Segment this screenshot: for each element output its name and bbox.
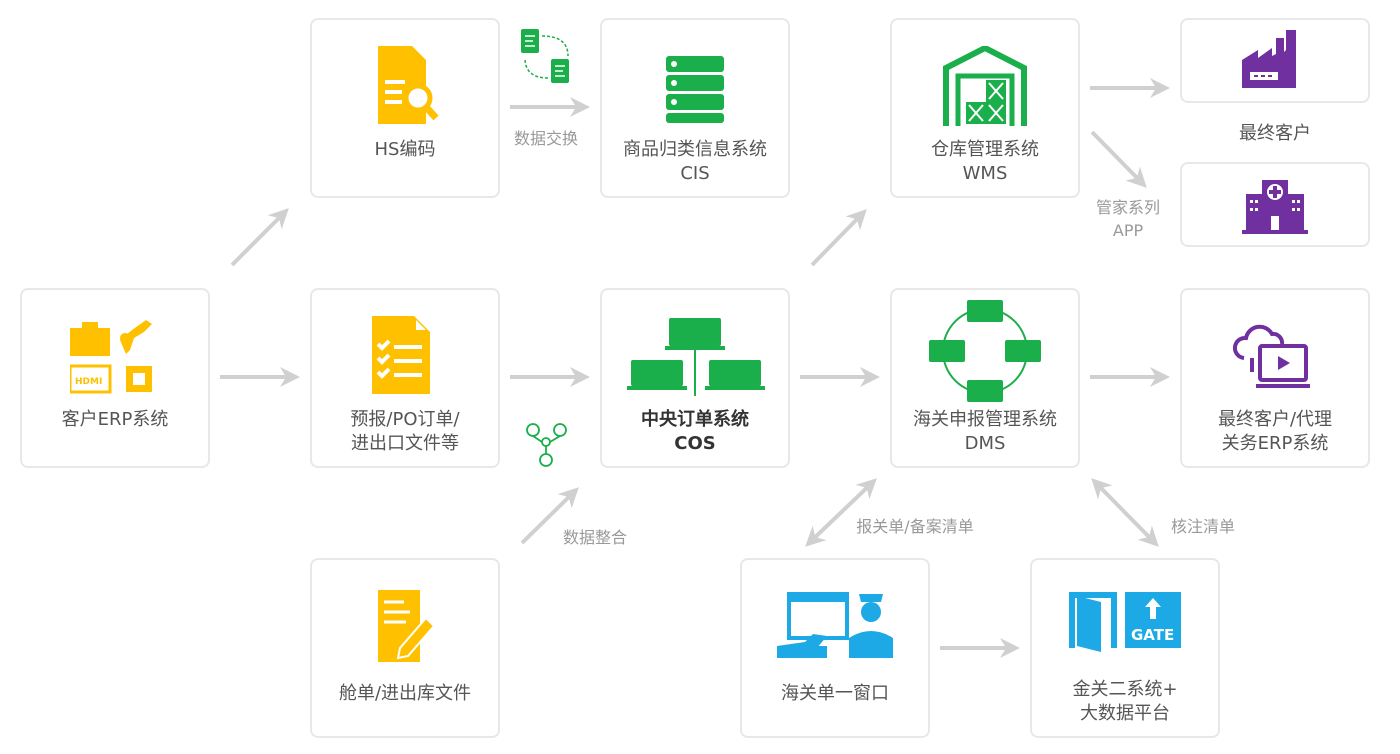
label-verification: 核注清单 <box>1170 517 1235 536</box>
node-golden-customs[interactable]: GATE 金关二系统+ 大数据平台 <box>1030 558 1220 738</box>
node-label-line1: 商品归类信息系统 <box>623 139 767 160</box>
node-label-line2: DMS <box>964 433 1006 454</box>
final-customer-label: 最终客户 <box>1239 123 1311 144</box>
node-label-line2: 进出口文件等 <box>351 433 459 454</box>
computer-network-icon <box>627 318 765 396</box>
arrow-wms-app <box>1090 130 1147 188</box>
node-label-line1: 预报/PO订单/ <box>350 409 460 430</box>
node-label-line2: WMS <box>962 163 1008 184</box>
node-label-line1: 仓库管理系统 <box>931 139 1039 160</box>
label-declaration: 报关单/备案清单 <box>856 517 974 536</box>
node-final-agent-erp[interactable]: 最终客户/代理 关务ERP系统 <box>1180 288 1370 468</box>
node-cis[interactable]: 商品归类信息系统 CIS <box>600 18 790 198</box>
node-label: 海关单一窗口 <box>781 683 889 704</box>
node-hs-code[interactable]: HS编码 <box>310 18 500 198</box>
node-label-line2: 关务ERP系统 <box>1221 433 1329 454</box>
arrow-cabin-cos <box>520 487 579 545</box>
node-label-line2: COS <box>674 433 716 454</box>
svg-text:GATE: GATE <box>1131 626 1174 644</box>
label-app-line1: 管家系列 <box>1095 198 1160 217</box>
node-preorder-documents[interactable]: 预报/PO订单/ 进出口文件等 <box>310 288 500 468</box>
node-label-line1: 海关申报管理系统 <box>913 409 1057 430</box>
node-customer-erp[interactable]: HDMI 客户ERP系统 <box>20 288 210 468</box>
factory-icon <box>1242 30 1296 88</box>
customs-officer-icon <box>777 592 893 658</box>
node-label: 客户ERP系统 <box>61 409 169 430</box>
arrow-cos-wms <box>810 209 867 267</box>
node-label-line1: 最终客户/代理 <box>1217 409 1333 430</box>
gate-icon: GATE <box>1069 592 1181 652</box>
node-cos[interactable]: 中央订单系统 COS <box>600 288 790 468</box>
node-dms[interactable]: 海关申报管理系统 DMS <box>890 288 1080 468</box>
data-integration-icon <box>526 423 567 467</box>
database-server-icon <box>666 56 724 123</box>
hospital-icon <box>1242 180 1308 234</box>
arrow-dms-window <box>805 478 877 547</box>
label-app-line2: APP <box>1112 221 1144 240</box>
network-ring-icon <box>929 300 1041 402</box>
erp-devices-icon: HDMI <box>70 320 152 394</box>
node-final-customer[interactable] <box>1180 18 1370 103</box>
label-data-exchange: 数据交换 <box>513 129 578 148</box>
svg-text:HDMI: HDMI <box>75 377 102 387</box>
document-exchange-icon <box>521 29 569 83</box>
cloud-computer-icon <box>1233 324 1310 388</box>
label-data-integration: 数据整合 <box>562 528 627 547</box>
document-search-icon <box>378 46 439 124</box>
arrow-erp-hs <box>230 208 289 267</box>
node-label: 舱单/进出库文件 <box>338 683 472 704</box>
node-single-window[interactable]: 海关单一窗口 <box>740 558 930 738</box>
checklist-icon <box>372 316 430 394</box>
node-hospital[interactable] <box>1180 162 1370 247</box>
node-label-line2: CIS <box>680 163 710 184</box>
node-label-line1: 中央订单系统 <box>641 409 749 430</box>
arrow-dms-golden <box>1091 478 1159 547</box>
node-label-line1: 金关二系统+ <box>1072 679 1178 700</box>
warehouse-icon <box>943 46 1027 126</box>
document-edit-icon <box>378 590 436 662</box>
node-label: HS编码 <box>374 139 436 160</box>
node-manifest-documents[interactable]: 舱单/进出库文件 <box>310 558 500 738</box>
node-wms[interactable]: 仓库管理系统 WMS <box>890 18 1080 198</box>
node-label-line2: 大数据平台 <box>1080 703 1170 724</box>
